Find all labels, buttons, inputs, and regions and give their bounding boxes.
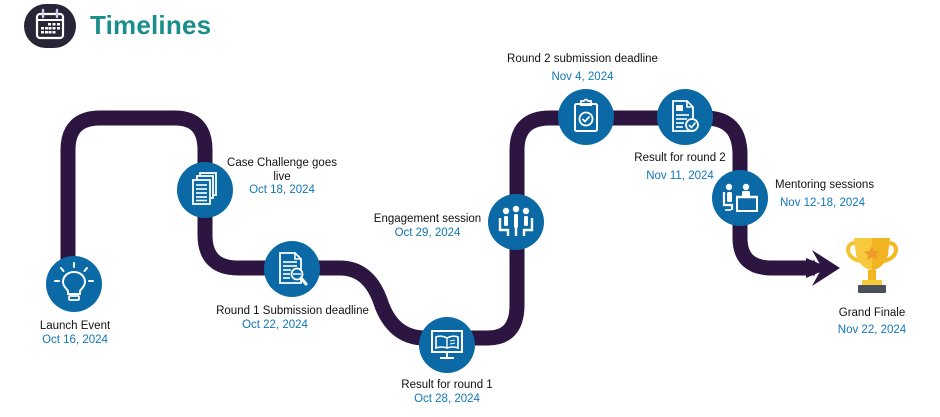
- milestone-node-engagement-session: [488, 194, 544, 250]
- milestone-node-launch-event: [46, 256, 102, 312]
- monitor-book-icon: [431, 330, 463, 359]
- milestone-label: Mentoring sessions: [775, 179, 875, 191]
- milestone-date: Oct 22, 2024: [242, 319, 308, 331]
- milestone-label-continued: live: [273, 171, 291, 183]
- lightbulb-icon: [54, 262, 94, 301]
- milestone-label: Engagement session: [373, 213, 482, 225]
- page-title: Timelines: [90, 10, 212, 40]
- milestone-node-round1-submission: [264, 241, 320, 297]
- milestone-label: Round 1 Submission deadline: [216, 305, 369, 317]
- document-search-icon: [279, 252, 308, 286]
- milestone-label: Result for round 2: [634, 152, 726, 164]
- milestone-date: Oct 18, 2024: [249, 184, 315, 196]
- milestone-label: Launch Event: [39, 320, 111, 332]
- milestone-node-case-challenge: [177, 162, 233, 218]
- milestone-date: Oct 28, 2024: [414, 393, 480, 405]
- milestone-date: Oct 29, 2024: [394, 227, 461, 239]
- calendar-icon: [35, 8, 65, 40]
- documents-icon: [192, 172, 217, 205]
- milestone-label: Case Challenge goes: [227, 157, 337, 169]
- milestone-node-result-round1: [419, 317, 475, 373]
- trophy-icon: [846, 238, 898, 293]
- milestone-node-round2-submission: [558, 89, 614, 145]
- milestone-date: Nov 22, 2024: [837, 324, 907, 336]
- mentoring-desk-icon: [722, 183, 758, 212]
- milestone-label: Round 2 submission deadline: [507, 53, 658, 65]
- document-check-icon: [672, 100, 699, 132]
- milestone-label: Grand Finale: [838, 307, 906, 319]
- clipboard-check-icon: [574, 98, 598, 132]
- milestone-date: Nov 12-18, 2024: [780, 197, 866, 209]
- milestone-label: Result for round 1: [401, 379, 493, 391]
- milestone-date: Nov 4, 2024: [551, 71, 614, 83]
- milestone-node-result-round2: [657, 89, 713, 145]
- milestone-date: Oct 16, 2024: [42, 334, 108, 346]
- milestone-node-mentoring-sessions: [712, 170, 768, 226]
- meeting-group-icon: [498, 205, 534, 236]
- milestone-date: Nov 11, 2024: [646, 170, 714, 182]
- calendar-icon-badge: [24, 4, 76, 48]
